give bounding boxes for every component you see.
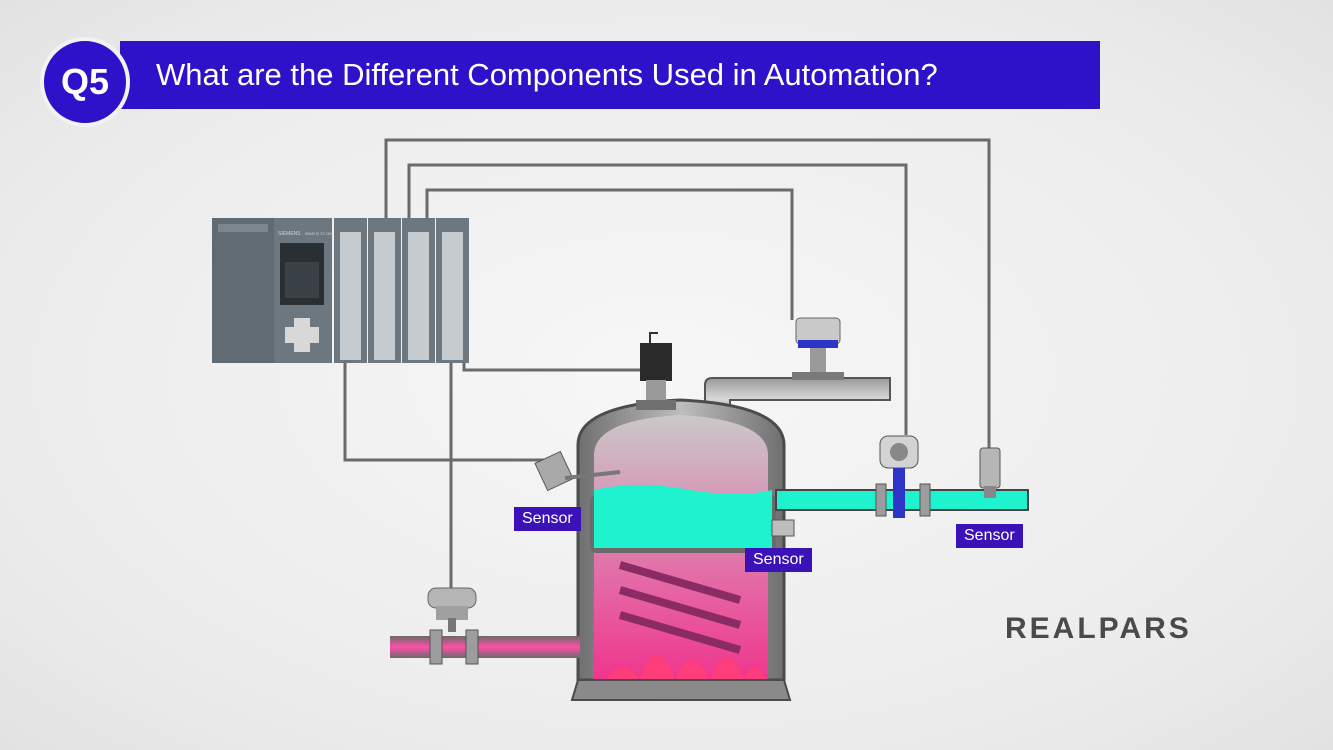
wire-pressure-sensor: [384, 138, 991, 450]
plc-rack: SIEMENS SIMATIC S7-1500: [212, 218, 469, 363]
page-title: What are the Different Components Used i…: [156, 57, 938, 92]
solenoid-valve: [636, 332, 676, 410]
question-badge: Q5: [40, 37, 130, 127]
realpars-logo: REALPARS: [1005, 612, 1192, 645]
wire-level-transmitter: [425, 188, 794, 320]
level-transmitter: [792, 317, 844, 380]
wire-solenoid-valve: [462, 362, 640, 372]
plc-brand: SIEMENS: [278, 231, 301, 237]
sensor-label-temperature: Sensor: [514, 507, 581, 531]
pressure-sensor: [979, 447, 1001, 498]
header-bar: What are the Different Components Used i…: [120, 41, 1100, 109]
control-wires: [343, 138, 991, 590]
wire-flow-meter: [407, 163, 908, 435]
control-valve: [427, 587, 477, 632]
sensor-label-level: Sensor: [745, 548, 812, 572]
temperature-sensor: [534, 450, 621, 492]
heating-coil: [618, 561, 742, 654]
fuel-inlet-pipe: [390, 636, 580, 658]
wire-temperature-sensor: [343, 362, 545, 462]
flow-meter: [879, 435, 919, 518]
sensor-label-pressure: Sensor: [956, 524, 1023, 548]
plc-io-modules: [334, 218, 469, 363]
level-switch: [771, 519, 795, 537]
liquid-level: [594, 485, 772, 548]
vapor-outlet-pipe: [704, 377, 891, 420]
boiler-tank: [570, 398, 792, 701]
plc-model: SIMATIC S7-1500: [305, 232, 334, 236]
